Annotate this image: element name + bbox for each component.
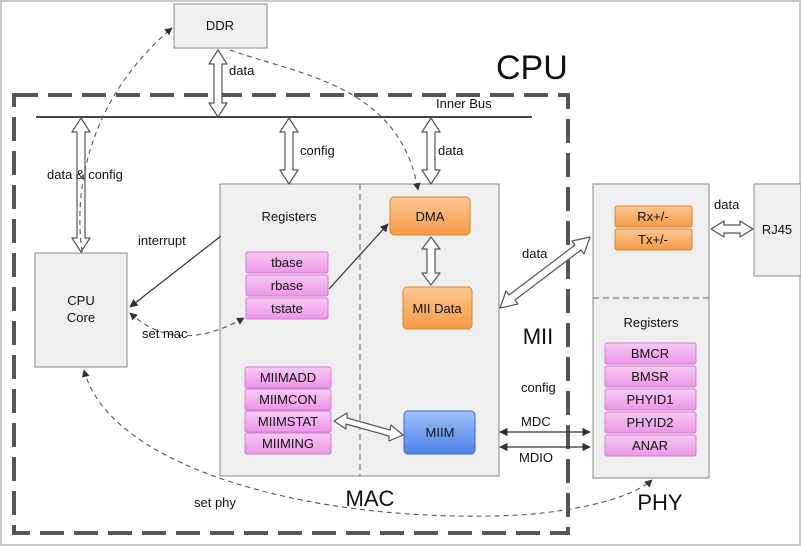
- dma-miidata-arrow: [421, 236, 441, 286]
- reg-miimstat: MIIMSTAT: [258, 414, 318, 429]
- dma-register-stack: [245, 251, 329, 320]
- cpu-core-box: [34, 252, 128, 368]
- reg-miimadd: MIIMADD: [260, 370, 316, 385]
- mii-data-phy-arrow: [499, 236, 591, 309]
- bus-cpu-arrow: [71, 117, 91, 253]
- reg-anar: ANAR: [632, 438, 668, 453]
- data-bus-label: data: [438, 143, 464, 158]
- cpu-core-label-line2: Core: [67, 310, 95, 325]
- data-config-label: data & config: [47, 167, 123, 182]
- mii-data-block: [402, 286, 473, 330]
- config-bus-label: config: [300, 143, 335, 158]
- miim-label: MIIM: [426, 425, 455, 440]
- reg-tbase: tbase: [271, 255, 303, 270]
- data-rj45-label: data: [714, 197, 740, 212]
- phy-registers-heading: Registers: [624, 315, 679, 330]
- dma-label: DMA: [416, 209, 445, 224]
- ddr-bus-arrow: [208, 49, 228, 118]
- cpu-boundary: [12, 93, 570, 535]
- rj45-box: [753, 183, 801, 277]
- mac-registers-heading: Registers: [262, 209, 317, 224]
- cpu-title: CPU: [496, 49, 568, 87]
- mdio-label: MDIO: [519, 450, 553, 465]
- config-phy-label: config: [521, 380, 556, 395]
- set-phy-label: set phy: [194, 495, 236, 510]
- set-mac-label: set mac: [142, 326, 188, 341]
- mii-label: MII: [523, 324, 554, 349]
- interrupt-arrow: [129, 235, 222, 308]
- rx-label: Rx+/-: [637, 209, 668, 224]
- phy-io-stack: [614, 205, 693, 251]
- mac-label: MAC: [346, 486, 395, 511]
- ddr-box: [173, 3, 268, 49]
- set-mac-dashed-arrow: [129, 312, 245, 337]
- data-bus-arrow: [421, 117, 441, 185]
- ddr-dma-dashed-arrow: [229, 49, 421, 191]
- mdc-label: MDC: [521, 414, 551, 429]
- reg-rbase: rbase: [271, 278, 304, 293]
- reg-phyid1: PHYID1: [627, 392, 674, 407]
- reg-miimcon: MIIMCON: [259, 392, 317, 407]
- reg-phyid2: PHYID2: [627, 415, 674, 430]
- data-mii-label: data: [522, 246, 548, 261]
- reg-bmcr: BMCR: [631, 346, 669, 361]
- ddr-label: DDR: [206, 18, 234, 33]
- reg-tstate: tstate: [271, 301, 303, 316]
- config-bus-arrow: [279, 117, 299, 185]
- mii-data-label: MII Data: [412, 301, 462, 316]
- cpu-ddr-dashed-arrow: [79, 27, 173, 253]
- interrupt-label: interrupt: [138, 233, 186, 248]
- phy-box: [592, 183, 710, 479]
- phy-rj45-arrow: [710, 220, 754, 238]
- reg-bmsr: BMSR: [631, 369, 669, 384]
- set-phy-dashed-arrow: [82, 369, 653, 517]
- phy-label: PHY: [637, 490, 683, 515]
- data-ddr-label: data: [229, 63, 255, 78]
- inner-bus-label: Inner Bus: [436, 96, 492, 111]
- rj45-label: RJ45: [762, 222, 792, 237]
- cpu-core-label-line1: CPU: [67, 293, 94, 308]
- tx-label: Tx+/-: [638, 232, 668, 247]
- dma-block: [389, 196, 471, 236]
- registers-dma-arrow: [328, 223, 389, 290]
- reg-miiming: MIIMING: [262, 436, 314, 451]
